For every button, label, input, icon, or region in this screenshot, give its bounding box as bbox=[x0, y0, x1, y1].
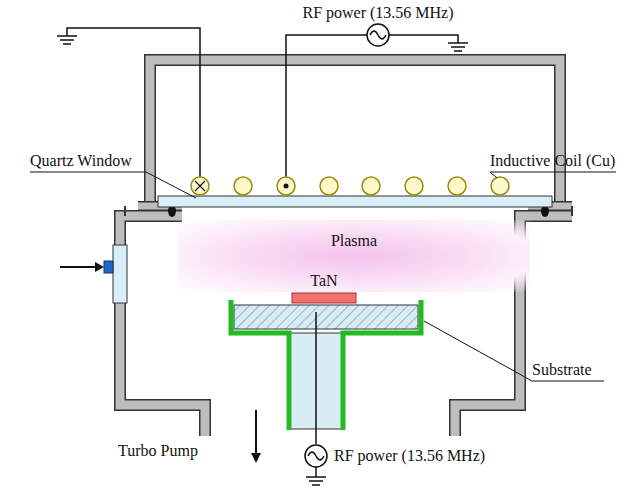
part-label: Substrate bbox=[532, 361, 592, 379]
chamber-wall bbox=[120, 206, 572, 436]
viewport bbox=[113, 245, 127, 303]
leader-line bbox=[490, 172, 616, 178]
ground-symbol bbox=[448, 43, 468, 51]
coil-turn bbox=[491, 177, 509, 195]
plasma-region: Plasma bbox=[178, 220, 530, 292]
leader-line bbox=[30, 172, 196, 198]
coil-turn bbox=[234, 177, 252, 195]
coil-turns bbox=[191, 177, 509, 195]
lid bbox=[138, 60, 572, 206]
gas-inlet bbox=[104, 261, 113, 273]
gas-arrow bbox=[60, 266, 97, 268]
rf-sine bbox=[370, 31, 386, 39]
leader-line bbox=[424, 321, 604, 381]
sample-label: TaN bbox=[310, 272, 337, 290]
coil-turn bbox=[448, 177, 466, 195]
part-label: Quartz Window bbox=[30, 152, 132, 170]
gas-arrow-head bbox=[95, 262, 104, 272]
current-out-mark bbox=[284, 184, 289, 189]
source-label: RF power (13.56 MHz) bbox=[302, 4, 453, 22]
rf-source bbox=[305, 445, 327, 467]
rf-source bbox=[367, 24, 389, 46]
coil-turn bbox=[320, 177, 338, 195]
ground-symbol bbox=[57, 36, 77, 44]
wire bbox=[286, 35, 367, 177]
coil-turn bbox=[277, 177, 295, 195]
wire bbox=[315, 467, 317, 477]
ground-symbol bbox=[306, 477, 326, 485]
holder bbox=[231, 300, 421, 430]
coil-turn bbox=[191, 177, 209, 195]
coil-turn bbox=[405, 177, 423, 195]
coil-turn bbox=[362, 177, 380, 195]
substrate-plate bbox=[234, 305, 418, 329]
wire bbox=[389, 35, 458, 43]
wire bbox=[315, 312, 317, 444]
part-label: Inductive Coil (Cu) bbox=[490, 152, 615, 170]
tan-sample bbox=[292, 293, 356, 303]
quartz-window bbox=[158, 196, 552, 207]
region-label: Plasma bbox=[178, 232, 530, 250]
rf-sine bbox=[308, 452, 324, 460]
pump-arrow bbox=[255, 410, 257, 454]
part-label: Turbo Pump bbox=[118, 442, 198, 460]
pump-arrow-head bbox=[251, 453, 261, 463]
source-label: RF power (13.56 MHz) bbox=[334, 447, 485, 465]
current-in-mark bbox=[195, 181, 205, 191]
